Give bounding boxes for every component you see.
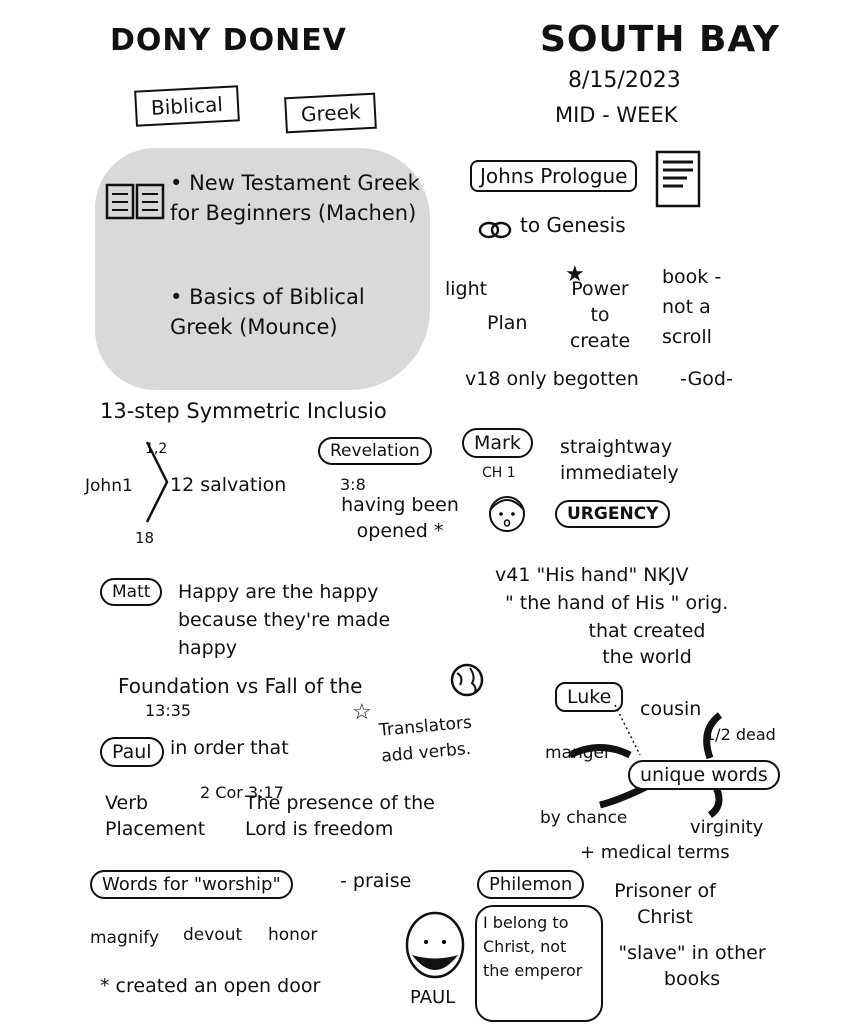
johns-prologue-title: Johns Prologue: [470, 160, 638, 192]
date: 8/15/2023: [568, 68, 681, 93]
orig-text: " the hand of His " orig.: [505, 592, 729, 614]
mindmap-branches: [568, 704, 723, 818]
urgency-bubble: URGENCY: [555, 500, 671, 528]
by-chance: by chance: [540, 808, 628, 828]
cousin: cousin: [640, 698, 702, 720]
star-icon: ★: [565, 262, 585, 287]
presenter-name: DONY DONEV: [110, 23, 347, 58]
luke-label: Luke: [555, 682, 624, 712]
inclusio-bottom: 18: [135, 529, 155, 547]
church-name: SOUTH BAY: [540, 19, 780, 60]
scroll-book-icon: [655, 150, 701, 208]
honor: honor: [268, 925, 318, 945]
prisoner-of-christ: Prisoner of Christ: [614, 880, 716, 928]
matt-label: Matt: [100, 578, 163, 606]
paul-label: Paul: [100, 737, 164, 767]
medical-terms: + medical terms: [580, 842, 730, 863]
half-dead: 1/2 dead: [705, 725, 776, 744]
manger: manger: [545, 743, 611, 763]
that-created: that created the world: [588, 620, 706, 668]
quote-bubble: I belong to Christ, not the emperor: [475, 905, 603, 1022]
banner-left: Biblical: [134, 85, 240, 127]
open-door: * created an open door: [100, 975, 321, 997]
matt-ref: 13:35: [145, 701, 192, 720]
god: -God-: [680, 368, 733, 390]
happy-text: Happy are the happy because they're made…: [178, 581, 391, 659]
book-1: • New Testament Greek for Beginners (Mac…: [170, 171, 420, 225]
link-icon: [478, 221, 512, 239]
v18-begotten: v18 only begotten: [465, 368, 639, 390]
revelation-label: Revelation: [318, 437, 432, 465]
revelation-text: having been opened *: [341, 494, 459, 542]
book-2: • Basics of Biblical Greek (Mounce): [170, 285, 365, 339]
power-to-create: Power to create: [569, 278, 631, 352]
mark-chapter: CH 1: [482, 465, 516, 481]
globe-icon: [450, 663, 484, 697]
virginity: virginity: [690, 817, 764, 838]
unique-words: unique words: [628, 760, 780, 790]
paul-face-icon: [405, 911, 465, 979]
verb-placement: Verb Placement: [105, 792, 206, 840]
devout: devout: [183, 925, 243, 945]
inclusio-title: 13-step Symmetric Inclusio: [100, 399, 387, 423]
star-outline-icon: ☆: [352, 700, 372, 725]
book-icon: [105, 183, 165, 220]
v41-nkjv: v41 "His hand" NKJV: [495, 564, 689, 586]
face-icon: [489, 496, 525, 532]
light: light: [445, 278, 488, 300]
worship-title: Words for "worship": [90, 870, 293, 899]
service: MID - WEEK: [555, 103, 678, 127]
in-order-that: in order that: [170, 737, 289, 759]
praise: - praise: [340, 870, 412, 892]
john1: John1: [85, 476, 133, 496]
inclusio-middle: 12 salvation: [170, 474, 287, 496]
presence: The presence of the Lord is freedom: [245, 792, 435, 840]
paul-face-label: PAUL: [410, 987, 456, 1008]
mark-label: Mark: [462, 428, 533, 458]
book-not-scroll: book - not a scroll: [662, 266, 722, 348]
plan: Plan: [487, 312, 528, 334]
banner-right: Greek: [284, 92, 378, 134]
translators: Translators add verbs.: [378, 712, 473, 767]
chevron-bracket: [145, 441, 169, 523]
inclusio-top: 1,2: [145, 441, 168, 457]
books-highlight: [95, 148, 430, 390]
philemon-label: Philemon: [477, 870, 585, 899]
slave-text: "slave" in other books: [618, 942, 766, 990]
revelation-ref: 3:8: [340, 475, 366, 494]
straightway: straightway immediately: [560, 436, 679, 484]
magnify: magnify: [90, 928, 160, 948]
cor-ref: 2 Cor 3:17: [200, 783, 284, 802]
to-genesis: to Genesis: [520, 213, 626, 237]
foundation: Foundation vs Fall of the: [118, 674, 363, 698]
